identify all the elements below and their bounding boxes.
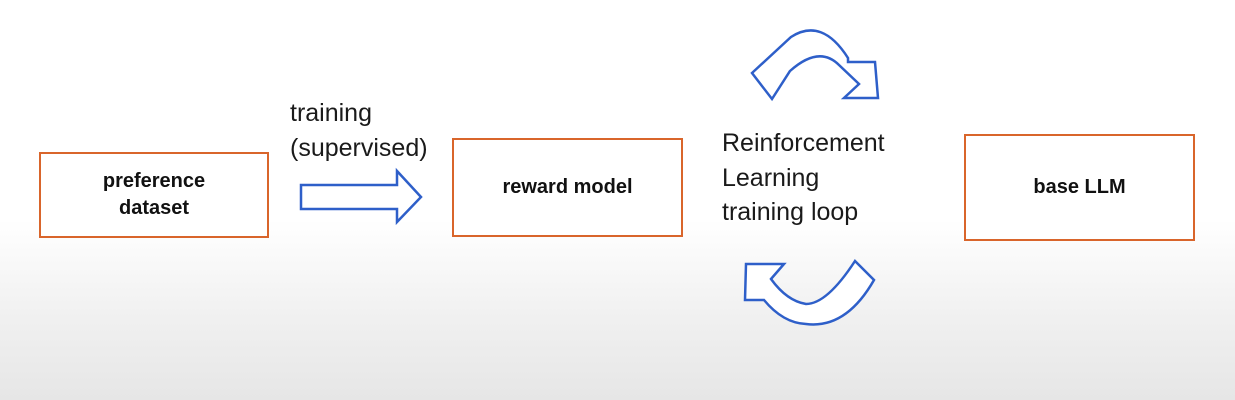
rl-loop-line2: Learning	[722, 163, 820, 192]
reward-model-label: reward model	[502, 176, 633, 198]
reward-model-box: reward model	[452, 138, 683, 237]
base-llm-label: base LLM	[1033, 176, 1126, 198]
loop-arrow-bottom-icon	[743, 259, 876, 326]
preference-dataset-box: preference dataset	[39, 152, 269, 238]
loop-arrow-top-icon	[750, 29, 880, 102]
preference-dataset-line1: preference	[102, 170, 206, 192]
training-label: training (supervised)	[290, 96, 428, 165]
training-label-line1: training	[290, 99, 372, 127]
rl-loop-line3: training loop	[722, 198, 859, 226]
rl-loop-label: Reinforcement Learning training loop	[722, 126, 885, 230]
base-llm-box: base LLM	[964, 134, 1195, 241]
training-arrow-icon	[299, 167, 423, 226]
training-label-line2: (supervised)	[290, 133, 428, 162]
rl-loop-line1: Reinforcement	[722, 129, 885, 157]
preference-dataset-line2: dataset	[118, 197, 190, 219]
